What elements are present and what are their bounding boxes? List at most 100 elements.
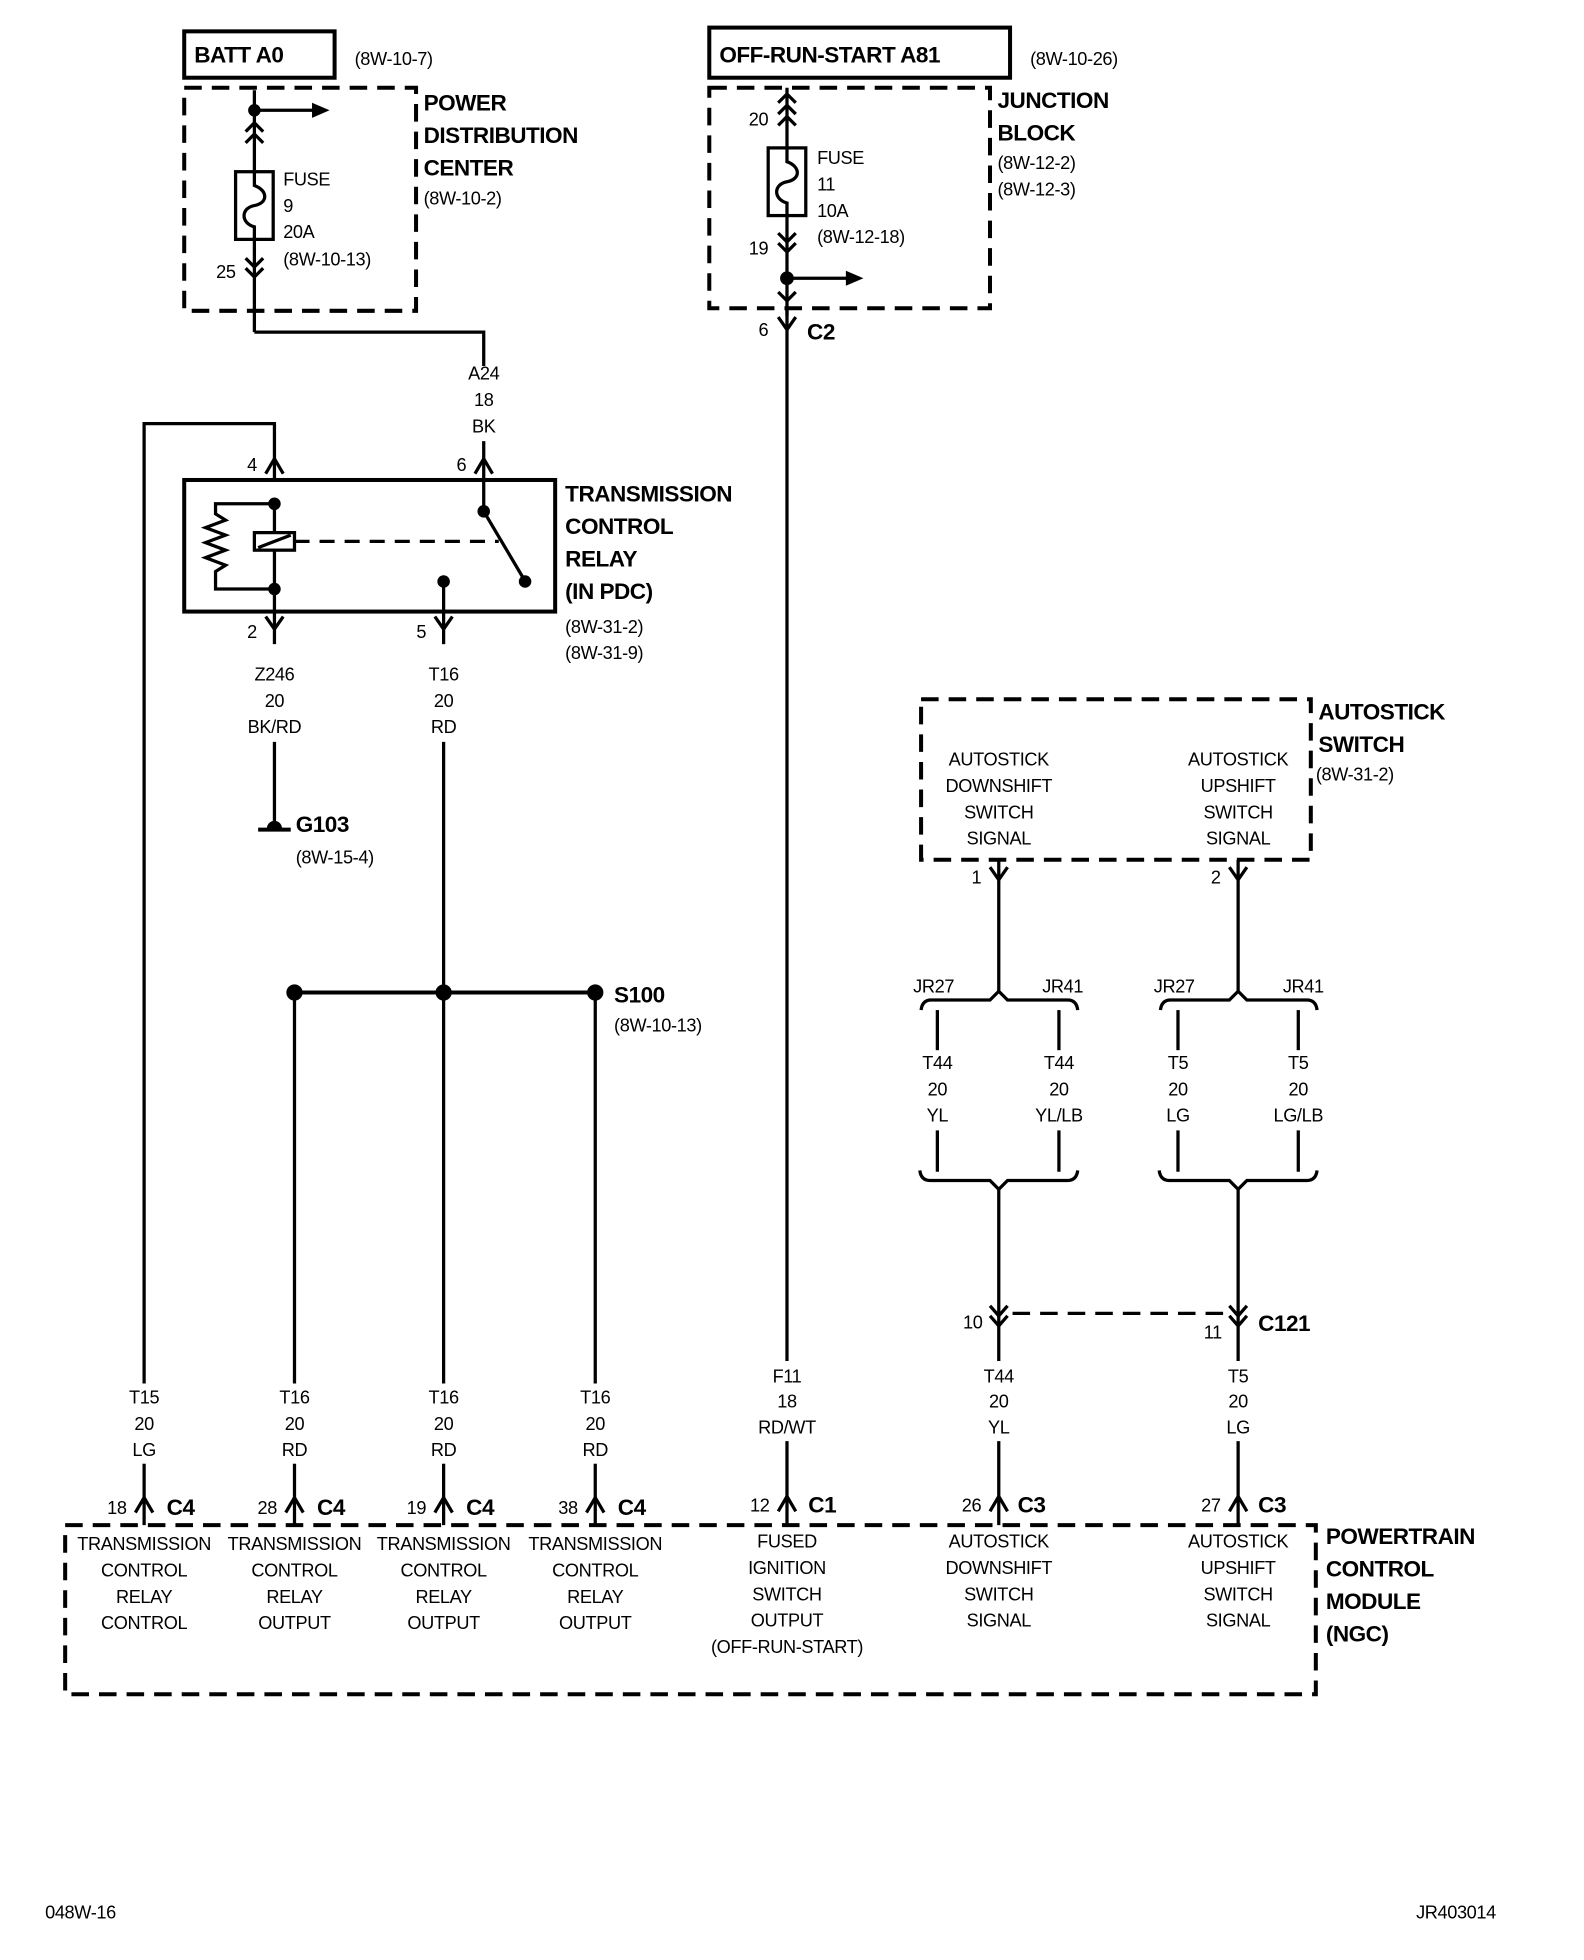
pcm-pin-connector (988, 1493, 1009, 1513)
off-run-start-label: OFF-RUN-START A81 (719, 43, 940, 68)
relay-switch-blade (482, 510, 526, 580)
pcm-title-line: CONTROL (1326, 1557, 1435, 1582)
splice-s100: T16 20 RD S100 (8W-10-13) (286, 664, 702, 1384)
pcm-pin-connector (433, 1494, 454, 1514)
batt-a0-box (182, 29, 337, 80)
autostick-switch-ref: (8W-31-2) (1316, 765, 1394, 785)
pcm-function-label: RELAY (567, 1587, 624, 1607)
autostick-pin-2-connector (1228, 866, 1249, 883)
branch-left-color: LG (1166, 1106, 1189, 1126)
wire-z246-color: BK/RD (248, 717, 302, 737)
wire-f11: 6 C2 (758, 308, 835, 1361)
pcm-pin-connector (776, 1493, 798, 1513)
pcm-wire-color: LG (132, 1440, 155, 1460)
pcm-circuit-t16-19: T16 20 RD 19 C4 TRANSMISSION CONTROL REL… (377, 1388, 511, 1634)
wire-z246-gauge: 20 (265, 691, 285, 711)
pcm-pin-connector (1227, 1493, 1249, 1513)
pcm-wire-circuit: T5 (1228, 1366, 1249, 1386)
pcm-wire-gauge: 20 (285, 1414, 305, 1434)
pcm-wire-gauge: 20 (586, 1414, 606, 1434)
junction-block: JUNCTION BLOCK (8W-12-2) (8W-12-3) 20 FU… (707, 85, 1109, 316)
pcm-pin-connector (133, 1494, 155, 1514)
off-run-start-box (707, 25, 1013, 80)
downshift-signal-label: AUTOSTICK (949, 750, 1049, 770)
branch-upper-brace (1158, 988, 1319, 1011)
pcm-wire-gauge: 18 (777, 1391, 797, 1411)
c121-pin-number: 11 (1204, 1322, 1222, 1342)
pdc-ref: (8W-10-2) (424, 188, 502, 208)
wire-t16-color: RD (431, 717, 457, 737)
pcm-wire-gauge: 20 (1228, 1391, 1248, 1411)
junction-block-exit-connector (777, 290, 797, 304)
pcm-function-label: CONTROL (101, 1561, 187, 1581)
fuse-11-rating: 10A (817, 201, 849, 221)
pcm-wire-color: RD (431, 1440, 457, 1460)
splice-s100-dot (286, 984, 303, 1001)
relay-suppression-resistor (200, 502, 275, 591)
autostick-switch-title-line: AUTOSTICK (1318, 699, 1446, 724)
pcm-pin-number: 28 (257, 1498, 277, 1518)
branch-upshift: JR27 JR41 T5 20 LG T5 20 LG/LB (1154, 977, 1324, 1192)
pcm-wire-gauge: 20 (134, 1414, 154, 1434)
fuse-11-label: FUSE (817, 148, 864, 168)
branch-left-label: JR27 (1154, 977, 1195, 997)
splice-ref: (8W-10-13) (614, 1015, 702, 1035)
branch-lower-brace (918, 1170, 1080, 1192)
branch-left-circuit: T5 (1168, 1053, 1189, 1073)
pcm-connector-name: C4 (167, 1495, 196, 1520)
pdc-title-line: DISTRIBUTION (424, 123, 578, 148)
pcm-function-label: AUTOSTICK (1188, 1532, 1288, 1552)
upshift-signal-label: AUTOSTICK (1188, 750, 1288, 770)
relay-pin-5-number: 5 (416, 622, 426, 642)
pcm-wire-color: RD (282, 1440, 308, 1460)
branch-left-circuit: T44 (922, 1053, 952, 1073)
pdc-fuse-input-connector (244, 120, 265, 145)
c2-connector-name: C2 (807, 320, 835, 345)
pcm-function-label: CONTROL (101, 1613, 187, 1633)
branch-right-circuit: T5 (1288, 1053, 1309, 1073)
pcm-circuit-t16-28: T16 20 RD 28 C4 TRANSMISSION CONTROL REL… (228, 1388, 362, 1634)
relay-pin-2-number: 2 (247, 622, 257, 642)
pcm-function-label: OUTPUT (407, 1613, 480, 1633)
wire-a24-circuit: A24 (468, 364, 499, 384)
pcm-connector-name: C4 (466, 1495, 495, 1520)
pcm-function-label: RELAY (415, 1587, 472, 1607)
pcm-wire-color: RD (583, 1440, 609, 1460)
c2-connector (776, 316, 798, 333)
pcm-wire-gauge: 20 (989, 1391, 1009, 1411)
pcm-wire-circuit: T15 (129, 1388, 159, 1408)
fuse-11-number: 11 (817, 175, 835, 195)
pcm-function-label: AUTOSTICK (949, 1532, 1049, 1552)
pcm-pin-number: 18 (107, 1498, 127, 1518)
pdc-bus-arrowhead (312, 102, 330, 118)
branch-left-gauge: 20 (1168, 1079, 1188, 1099)
pcm-function-label: RELAY (266, 1587, 323, 1607)
pcm-wire-circuit: F11 (773, 1366, 802, 1386)
pcm-circuit-t5: T5 20 LG 27 C3 AUTOSTICK UPSHIFT SWITCH … (1188, 1366, 1289, 1631)
junction-block-ref: (8W-12-3) (998, 180, 1076, 200)
autostick-pin-1-connector (988, 866, 1009, 883)
branch-right-label: JR41 (1042, 977, 1083, 997)
relay-title-line: TRANSMISSION (565, 481, 732, 506)
autostick-switch-outline (919, 697, 1313, 862)
branch-right-color: LG/LB (1273, 1106, 1323, 1126)
pcm-function-label: SIGNAL (1206, 1611, 1271, 1631)
upshift-signal-label: SWITCH (1203, 802, 1272, 822)
branch-upper-brace (919, 988, 1080, 1011)
relay-coil-node-dot (268, 582, 281, 596)
off-run-start-ref: (8W-10-26) (1030, 49, 1118, 69)
c121-cavity-11-connector (1228, 1304, 1249, 1329)
junction-block-outline (707, 85, 993, 311)
fuse-11-ref: (8W-12-18) (817, 227, 905, 247)
upshift-signal-label: UPSHIFT (1201, 776, 1276, 796)
junction-block-ref: (8W-12-2) (998, 153, 1076, 173)
branch-right-gauge: 20 (1049, 1079, 1069, 1099)
autostick-switch-title-line: SWITCH (1318, 732, 1404, 757)
c121-cavity-10-connector (988, 1304, 1009, 1329)
wire-z246: Z246 20 BK/RD G103 (8W-15-4) (248, 664, 375, 867)
ground-ref: (8W-15-4) (296, 847, 374, 867)
junction-block-cavity-out: 19 (749, 238, 769, 258)
relay-pin-4-number: 4 (247, 455, 257, 475)
pcm-wire-circuit: T16 (429, 1388, 459, 1408)
